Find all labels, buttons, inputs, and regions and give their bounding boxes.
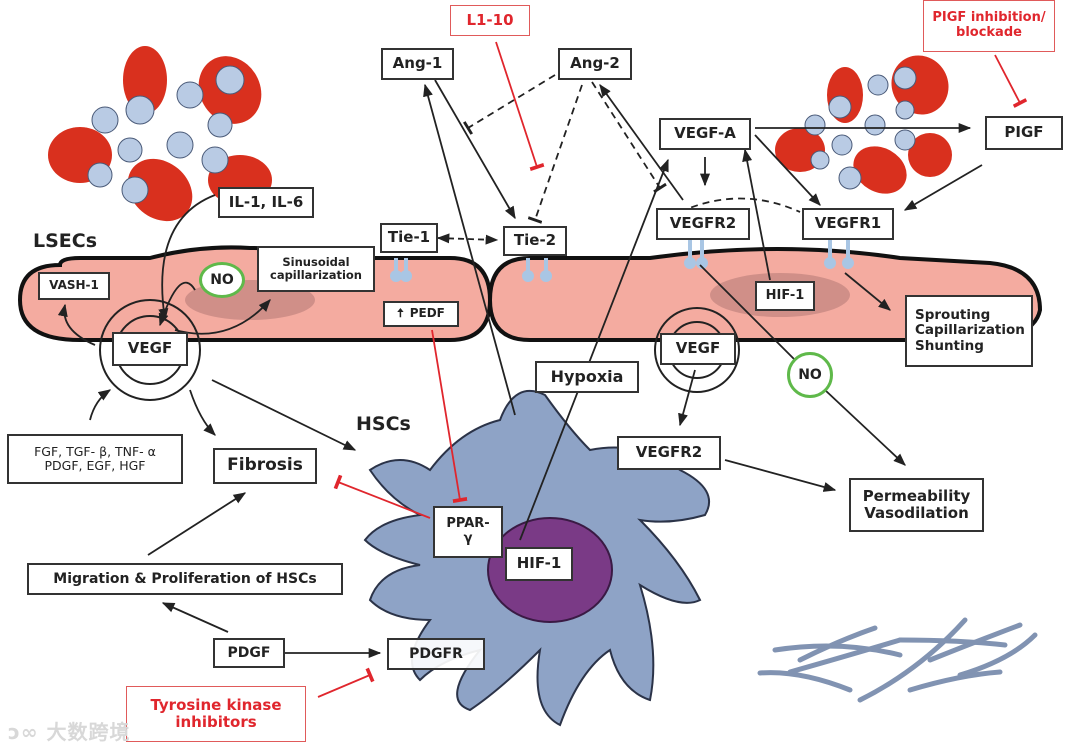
node-tie1[interactable]: Tie-1 xyxy=(380,223,438,253)
node-ang1[interactable]: Ang-1 xyxy=(381,48,454,80)
receptor-stalks xyxy=(390,240,854,282)
pedf-label: PEDF xyxy=(409,306,445,321)
node-vegfr1[interactable]: VEGFR1 xyxy=(802,208,894,240)
node-pigf[interactable]: PIGF xyxy=(985,116,1063,150)
node-hif1-hsc[interactable]: HIF-1 xyxy=(505,547,573,581)
node-vash1[interactable]: VASH-1 xyxy=(38,272,110,300)
arrows xyxy=(57,74,983,659)
watermark-logo-icon: ↄ∞ xyxy=(8,720,47,744)
node-vegfr2-top[interactable]: VEGFR2 xyxy=(656,208,750,240)
node-vegf-right[interactable]: VEGF xyxy=(660,333,736,365)
node-no-left[interactable]: NO xyxy=(199,262,245,298)
blood-cells-right xyxy=(775,55,952,194)
collagen-fibers xyxy=(757,617,1038,703)
node-vegf-left[interactable]: VEGF xyxy=(112,332,188,366)
watermark: ↄ∞ 大数跨境 xyxy=(8,720,131,744)
up-arrow-icon: 🠅 xyxy=(397,306,404,321)
node-migration-proliferation[interactable]: Migration & Proliferation of HSCs xyxy=(27,563,343,595)
node-sprouting[interactable]: Sprouting Capillarization Shunting xyxy=(905,295,1033,367)
region-label-hscs: HSCs xyxy=(356,413,411,435)
node-l1-10[interactable]: L1-10 xyxy=(450,5,530,36)
node-growth-factors[interactable]: FGF, TGF- β, TNF- α PDGF, EGF, HGF xyxy=(7,434,183,484)
node-il1-il6[interactable]: IL-1, IL-6 xyxy=(218,187,314,218)
node-pdgfr[interactable]: PDGFR xyxy=(387,638,485,670)
node-ppar-gamma[interactable]: PPAR- γ xyxy=(433,506,503,558)
node-pigf-inhibition[interactable]: PIGF inhibition/ blockade xyxy=(923,0,1055,52)
node-hypoxia[interactable]: Hypoxia xyxy=(535,361,639,393)
node-hif1-lsec[interactable]: HIF-1 xyxy=(755,281,815,311)
node-vegf-a[interactable]: VEGF-A xyxy=(659,118,751,150)
inhibition-lines xyxy=(317,41,1028,698)
node-ang2[interactable]: Ang-2 xyxy=(558,48,632,80)
node-permeability[interactable]: Permeability Vasodilation xyxy=(849,478,984,532)
node-vegfr2-mid[interactable]: VEGFR2 xyxy=(617,436,721,470)
node-pedf[interactable]: 🠅 PEDF xyxy=(383,301,459,327)
node-no-right[interactable]: NO xyxy=(787,352,833,398)
node-tyrosine-kinase-inhibitors[interactable]: Tyrosine kinase inhibitors xyxy=(126,686,306,742)
node-pdgf[interactable]: PDGF xyxy=(213,638,285,668)
node-fibrosis[interactable]: Fibrosis xyxy=(213,448,317,484)
node-sinusoidal-capillarization[interactable]: Sinusoidal capillarization xyxy=(257,246,375,292)
region-label-lsecs: LSECs xyxy=(33,230,98,252)
blood-cells-left xyxy=(48,46,272,222)
node-tie2[interactable]: Tie-2 xyxy=(503,226,567,256)
